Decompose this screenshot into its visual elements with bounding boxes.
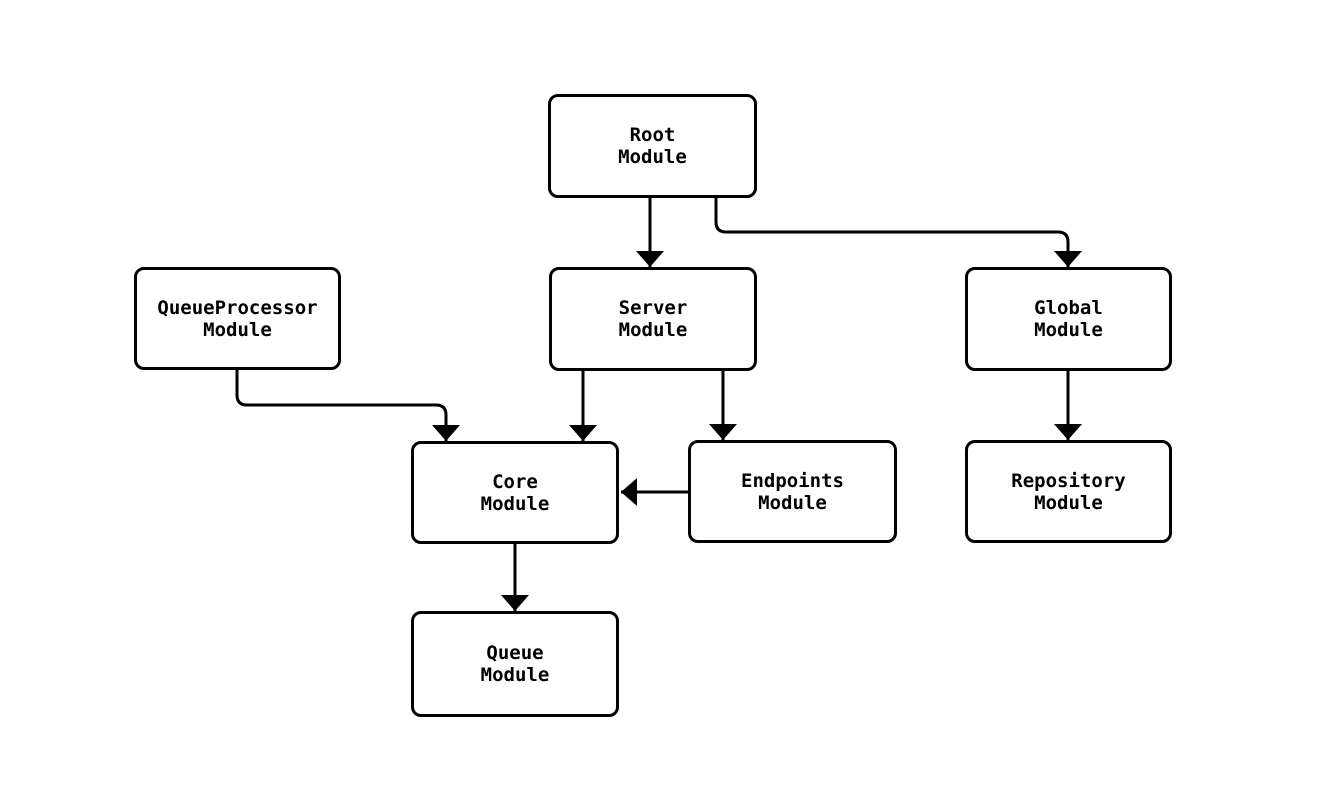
node-label: Core Module (480, 470, 550, 515)
node-endpoints-module: Endpoints Module (688, 440, 897, 543)
node-root-module: Root Module (548, 94, 757, 198)
node-core-module: Core Module (411, 441, 619, 544)
node-label: Endpoints Module (741, 469, 844, 514)
node-queue-module: Queue Module (411, 611, 619, 717)
node-repository-module: Repository Module (965, 440, 1172, 543)
node-label: QueueProcessor Module (157, 296, 318, 341)
node-queueprocessor-module: QueueProcessor Module (134, 267, 341, 370)
node-server-module: Server Module (549, 267, 757, 371)
node-label: Root Module (618, 124, 687, 168)
node-global-module: Global Module (965, 267, 1172, 371)
edge-queueprocessor-to-core (235, 370, 460, 441)
edge-root-to-global (714, 198, 1082, 267)
node-label: Server Module (618, 297, 688, 341)
node-label: Global Module (1034, 297, 1103, 341)
node-label: Queue Module (480, 642, 550, 686)
node-label: Repository Module (1011, 469, 1126, 514)
